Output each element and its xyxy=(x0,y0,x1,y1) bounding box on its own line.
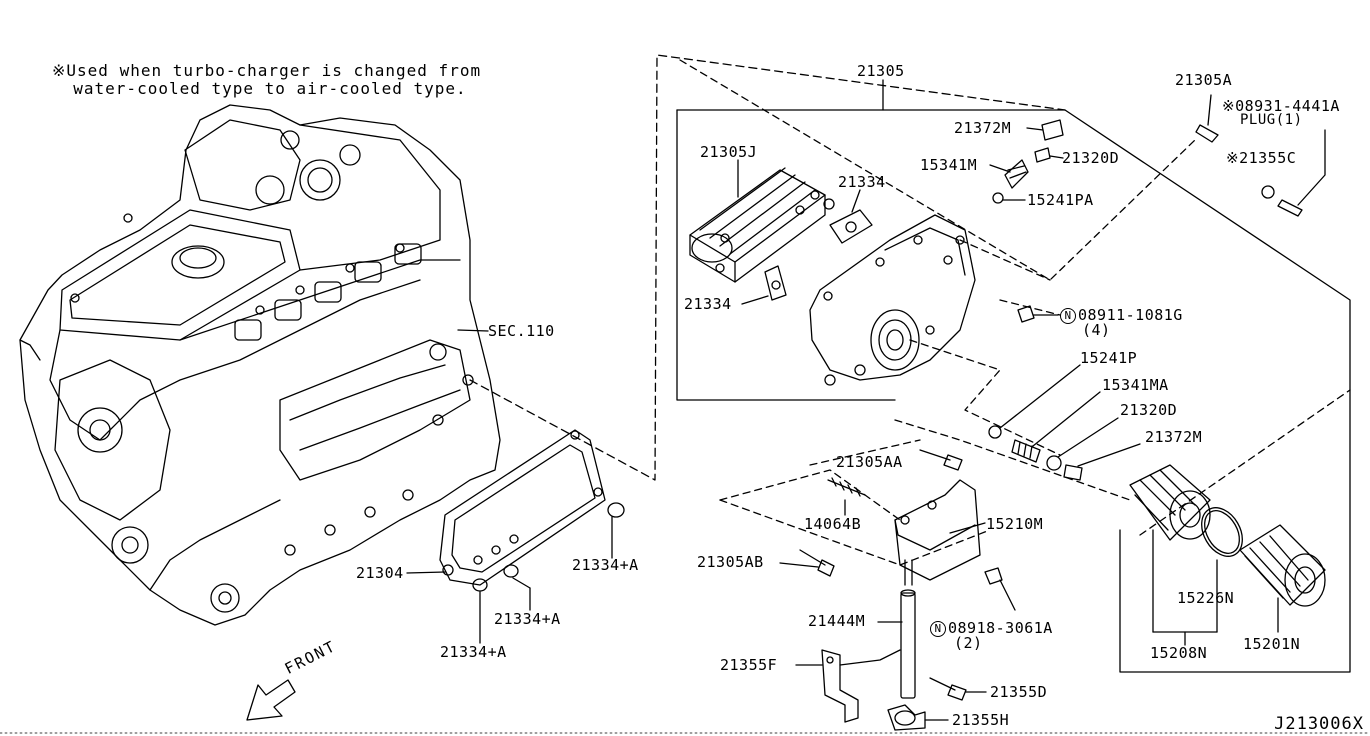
label-21305aa[interactable]: 21305AA xyxy=(836,453,903,471)
gasket-21334-lower xyxy=(764,265,787,301)
plug-08931 xyxy=(1277,199,1303,217)
bracket-15210m xyxy=(894,479,981,581)
filter-bracket-21305 xyxy=(809,214,976,386)
assembly-frame xyxy=(676,59,1351,673)
plug-21372m xyxy=(1063,464,1083,481)
label-15226n[interactable]: 15226N xyxy=(1177,589,1235,607)
filter-15201n xyxy=(1239,524,1326,607)
label-08931[interactable]: ※08931-4441A xyxy=(1222,97,1340,115)
o-ring-15226n xyxy=(1201,507,1243,557)
diagram-code: J213006X xyxy=(1274,714,1364,734)
label-21355f[interactable]: 21355F xyxy=(720,656,778,674)
label-15241p[interactable]: 15241P xyxy=(1080,349,1138,367)
label-08911-qty: (4) xyxy=(1082,321,1111,339)
label-21305a[interactable]: 21305A xyxy=(1175,71,1233,89)
label-21444m[interactable]: 21444M xyxy=(808,612,866,630)
label-21334a-1[interactable]: 21334+A xyxy=(572,556,639,574)
label-15241pa[interactable]: 15241PA xyxy=(1027,191,1094,209)
label-21334-upper[interactable]: 21334 xyxy=(838,173,886,191)
o-ring-21334a-3 xyxy=(472,578,488,592)
washer-21320d-top xyxy=(1034,147,1051,163)
label-21320d[interactable]: 21320D xyxy=(1120,401,1178,419)
label-21334a-3[interactable]: 21334+A xyxy=(440,643,507,661)
label-21334a-2[interactable]: 21334+A xyxy=(494,610,561,628)
bolt-21305aa xyxy=(919,449,951,461)
label-21355d[interactable]: 21355D xyxy=(990,683,1048,701)
clamp-21355h xyxy=(887,704,926,731)
label-21305ab[interactable]: 21305AB xyxy=(697,553,764,571)
nut-08918 xyxy=(984,567,1003,585)
note-line-2: water-cooled type to air-cooled type. xyxy=(73,79,467,98)
washer-21355c xyxy=(1261,185,1275,199)
plug-21372m-top xyxy=(1041,119,1064,141)
tube-21444m xyxy=(900,559,916,699)
label-15208n[interactable]: 15208N xyxy=(1150,644,1208,662)
bolt-08911 xyxy=(1017,305,1035,323)
label-21320d-top[interactable]: 21320D xyxy=(1062,149,1120,167)
spring-15341m xyxy=(1004,159,1029,189)
valve-15241pa xyxy=(992,192,1004,204)
label-15341ma[interactable]: 15341MA xyxy=(1102,376,1169,394)
filter-element-15208n xyxy=(1129,464,1211,541)
note-text: ※Used when turbo-charger is changed from… xyxy=(52,62,481,98)
bracket-21355f xyxy=(821,649,901,723)
label-08918-qty: (2) xyxy=(954,634,983,652)
gasket-21304 xyxy=(439,429,606,586)
label-21355c[interactable]: ※21355C xyxy=(1226,149,1297,167)
gasket-21334-upper xyxy=(829,209,873,244)
label-21305j[interactable]: 21305J xyxy=(700,143,758,161)
washer-21320d xyxy=(1046,455,1062,471)
o-ring-21334a-1 xyxy=(607,502,625,518)
o-ring-21334a-2 xyxy=(503,564,519,578)
label-15210m[interactable]: 15210M xyxy=(986,515,1044,533)
label-21372m[interactable]: 21372M xyxy=(1145,428,1203,446)
label-21372m-top[interactable]: 21372M xyxy=(954,119,1012,137)
circle-n-icon: N xyxy=(930,620,946,637)
bolt-21305a xyxy=(1195,124,1219,143)
circle-n-icon: N xyxy=(1060,307,1076,324)
label-21355h[interactable]: 21355H xyxy=(952,711,1010,729)
oil-cooler-21305j xyxy=(689,167,835,283)
engine-assembly xyxy=(19,104,501,626)
note-line-1: ※Used when turbo-charger is changed from xyxy=(52,61,482,80)
label-14064b[interactable]: 14064B xyxy=(804,515,862,533)
label-21305[interactable]: 21305 xyxy=(857,62,905,80)
valve-15241p xyxy=(988,425,1002,439)
label-21304[interactable]: 21304 xyxy=(356,564,404,582)
label-plug[interactable]: PLUG(1) xyxy=(1240,112,1303,128)
label-sec110[interactable]: SEC.110 xyxy=(488,322,555,340)
label-15341m[interactable]: 15341M xyxy=(920,156,978,174)
front-arrow-icon xyxy=(246,679,296,721)
label-21334-lower[interactable]: 21334 xyxy=(684,295,732,313)
label-15201n[interactable]: 15201N xyxy=(1243,635,1301,653)
